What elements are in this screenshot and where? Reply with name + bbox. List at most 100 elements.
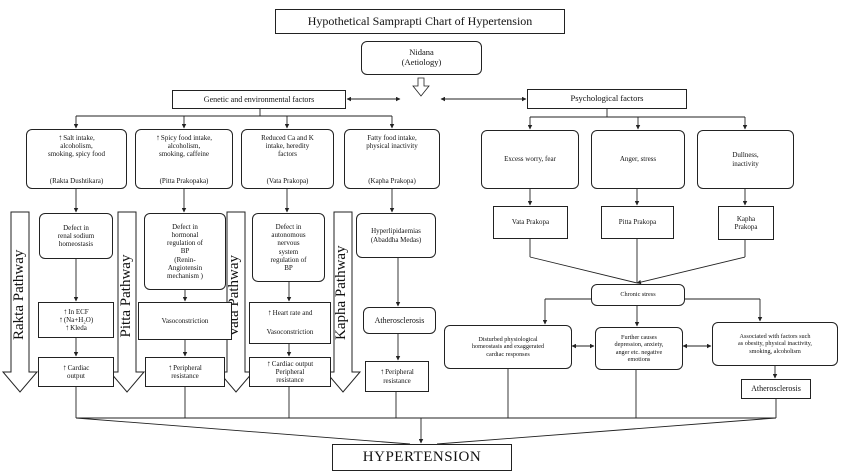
- box-line: mechanism ): [167, 271, 203, 280]
- rakta-defect-box: Defect in renal sodium homeostasis: [39, 213, 113, 259]
- box-line: Vata Prakopa: [511, 218, 550, 227]
- pathway-label-kapha: Kapha Pathway: [333, 245, 349, 340]
- pathway-label-pitta: Pitta Pathway: [118, 254, 134, 338]
- box-line: homeostasis and exaggerated: [471, 343, 545, 351]
- up-arrow-icon: ↑: [65, 323, 70, 333]
- cause-box-rakta: ↑Salt intake, alcoholism, smoking, spicy…: [26, 129, 127, 189]
- box-line: Prakopa: [734, 223, 758, 231]
- box-line: depression, anxiety,: [614, 341, 664, 349]
- box-line: output: [67, 372, 85, 380]
- psych-pitta-prakopa: Pitta Prakopa: [601, 206, 674, 239]
- up-arrow-icon: ↑: [380, 367, 385, 377]
- pitta-resistance-box: ↑Peripheral resistance: [145, 357, 225, 387]
- box-line: In ECF: [68, 307, 89, 316]
- up-arrow-icon: ↑: [266, 358, 271, 368]
- effect-disturbed-homeostasis: Disturbed physiological homeostasis and …: [444, 325, 572, 369]
- box-line: Kleda: [70, 324, 87, 333]
- box-line: emotions: [627, 355, 651, 363]
- box-line: Peripheral: [385, 368, 414, 377]
- kapha-atherosclerosis-box: Atherosclerosis: [363, 307, 436, 334]
- box-line: nervous: [277, 239, 300, 248]
- pitta-defect-box: Defect in hormonal regulation of BP (Ren…: [144, 213, 226, 290]
- vata-pathway-arrow: [217, 211, 255, 393]
- box-line: Further causes: [621, 334, 657, 342]
- box-line: Pitta Prakopa: [618, 218, 657, 227]
- vata-output-box: ↑Cardiac output Peripheral resistance: [249, 357, 331, 387]
- hypertension-box: HYPERTENSION: [332, 444, 512, 471]
- vata-heart-rate-box: ↑Heart rate and Vasoconstriction: [249, 302, 331, 344]
- kapha-hyperlipidaemia-box: Hyperlipidaemias (Abaddha Medas): [356, 213, 436, 258]
- box-line: Kapha: [736, 214, 756, 223]
- cause-line: physical inactivity: [366, 142, 418, 151]
- rakta-cardiac-output-box: ↑Cardiac output: [38, 357, 114, 387]
- psych-cause-anger: Anger, stress: [591, 130, 685, 189]
- box-line: BP: [284, 263, 293, 272]
- cause-dosha: (Pitta Prakopaka): [159, 176, 209, 185]
- effect-negative-emotions: Further causes depression, anxiety, ange…: [595, 327, 683, 370]
- box-line: Peripheral: [173, 363, 202, 372]
- up-arrow-icon: ↑: [58, 314, 63, 324]
- cause-box-kapha: Fatty food intake, physical inactivity (…: [344, 129, 440, 189]
- pathway-label-rakta: Rakta Pathway: [11, 249, 27, 340]
- box-line: Cardiac: [67, 363, 90, 372]
- chart-title: Hypothetical Samprapti Chart of Hyperten…: [275, 9, 565, 34]
- pitta-pathway-arrow: [108, 211, 146, 393]
- box-line: Defect in: [63, 223, 89, 232]
- cause-box-pitta: ↑Spicy food intake, alcoholism, smoking,…: [135, 129, 233, 189]
- box-line: resistance: [276, 376, 304, 385]
- cause-line: Spicy food intake,: [160, 134, 213, 142]
- box-line: anger etc. negative: [615, 348, 663, 356]
- box-line: Peripheral: [275, 367, 305, 376]
- cause-line: Fatty food intake,: [367, 134, 417, 142]
- box-line: system: [278, 247, 299, 256]
- cause-line: smoking, caffeine: [158, 150, 209, 159]
- cause-line: alcoholism,: [60, 142, 93, 151]
- box-line: Associated with factors such: [739, 333, 811, 341]
- kapha-pathway-arrow: [324, 211, 362, 393]
- cause-dosha: (Kapha Prakopa): [368, 176, 416, 185]
- up-arrow-icon: ↑: [58, 133, 63, 142]
- psych-cause-worry: Excess worry, fear: [481, 130, 579, 189]
- rakta-ecf-box: ↑In ECF ↑(Na+H₂O) ↑Kleda: [38, 302, 114, 338]
- box-line: regulation of: [167, 239, 203, 248]
- psych-cause-dullness: Dullness, inactivity: [697, 130, 794, 189]
- up-arrow-icon: ↑: [168, 362, 173, 372]
- psych-kapha-prakopa: Kapha Prakopa: [718, 206, 774, 240]
- cause-line: factors: [277, 150, 298, 159]
- box-line: Angiotensin: [167, 263, 203, 272]
- cause-line: Reduced Ca and K: [261, 134, 314, 142]
- box-line: Defect in: [275, 223, 302, 232]
- up-arrow-icon: ↑: [267, 308, 272, 318]
- nidana-label: Nidana: [409, 47, 434, 58]
- box-line: Cardiac output: [271, 359, 314, 368]
- chronic-stress-box: Chronic stress: [591, 284, 685, 306]
- box-line: (Renin-: [174, 255, 196, 264]
- vata-defect-box: Defect in autonomous nervous system regu…: [252, 213, 325, 282]
- box-line: Heart rate and: [272, 309, 313, 318]
- box-line: Anger, stress: [619, 155, 657, 164]
- box-line: Vasoconstriction: [266, 328, 314, 337]
- cause-dosha: (Rakta Dushtikara): [49, 176, 104, 185]
- box-line: regulation of: [270, 255, 307, 264]
- box-line: smoking, alcoholism: [749, 347, 801, 355]
- box-line: resistance: [383, 376, 411, 385]
- up-arrow-icon: ↑: [155, 133, 160, 142]
- cause-line: Salt intake,: [63, 134, 95, 142]
- box-line: (Na+H₂O): [63, 315, 94, 324]
- cause-line: alcoholism,: [167, 142, 201, 151]
- box-line: hormonal: [171, 231, 199, 240]
- box-line: BP: [180, 247, 190, 256]
- box-line: (Abaddha Medas): [370, 235, 422, 244]
- nidana-sublabel: (Aetiology): [401, 57, 442, 67]
- box-line: Excess worry, fear: [504, 155, 556, 164]
- pitta-vasoconstriction-box: Vasoconstriction: [138, 302, 232, 340]
- box-line: cardiac responses: [486, 350, 530, 358]
- rakta-pathway-arrow: [1, 211, 39, 393]
- box-line: Defect in: [172, 223, 198, 232]
- genetic-factors-box: Genetic and environmental factors: [172, 90, 346, 109]
- psych-atherosclerosis-box: Atherosclerosis: [741, 379, 811, 399]
- cause-line: intake, heredity: [265, 142, 310, 151]
- up-arrow-icon: ↑: [63, 306, 68, 316]
- cause-box-vata: Reduced Ca and K intake, heredity factor…: [241, 129, 334, 189]
